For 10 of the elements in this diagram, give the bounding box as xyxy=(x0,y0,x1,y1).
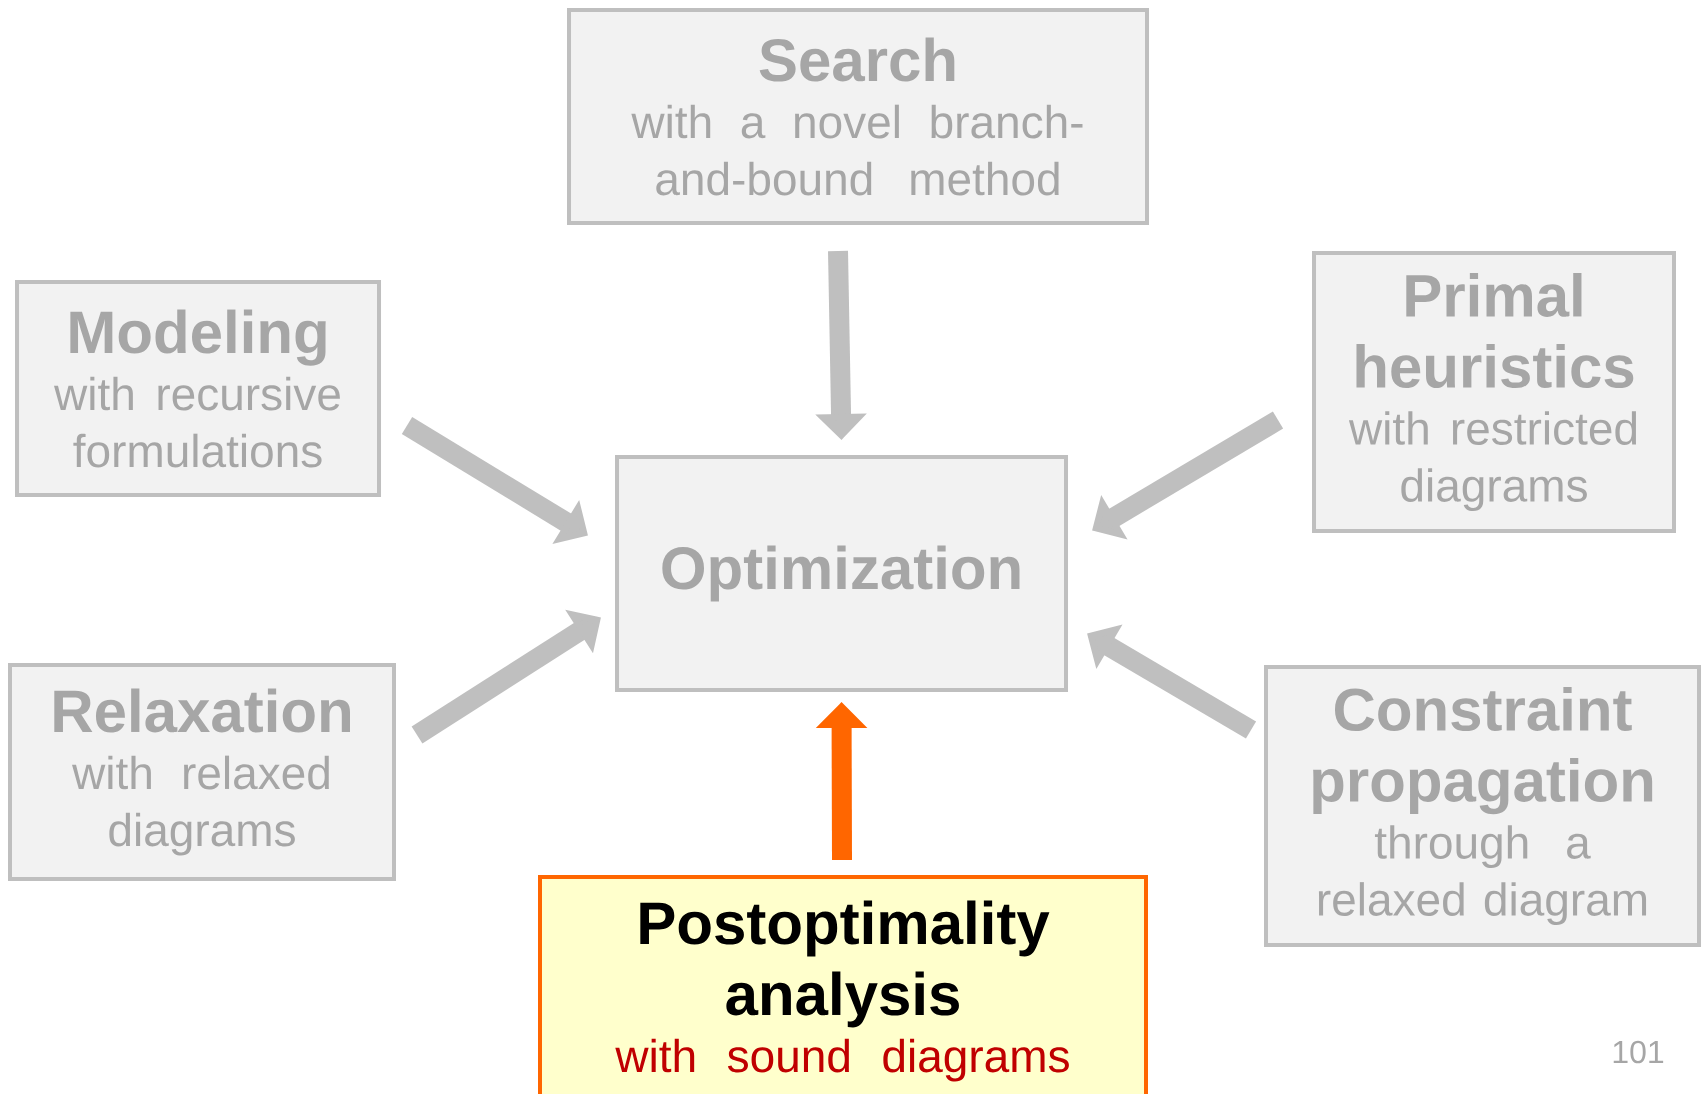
block-arrow xyxy=(1092,411,1284,540)
process-box: Postoptimality analysis with sound diagrams xyxy=(538,875,1148,1094)
process-box: Primal heuristics with restricted diagrams xyxy=(1312,251,1676,533)
process-box: Search with a novel branch-and-bound method xyxy=(567,8,1149,225)
process-box: Optimization xyxy=(615,455,1068,692)
process-box: Constraint propagation through a relaxed diagram xyxy=(1264,665,1701,947)
process-box: Modeling with recursive formulations xyxy=(15,280,381,497)
process-box: Relaxation with relaxed diagrams xyxy=(8,663,396,881)
block-arrow xyxy=(411,609,601,744)
page-number: 101 xyxy=(1613,1040,1664,1064)
